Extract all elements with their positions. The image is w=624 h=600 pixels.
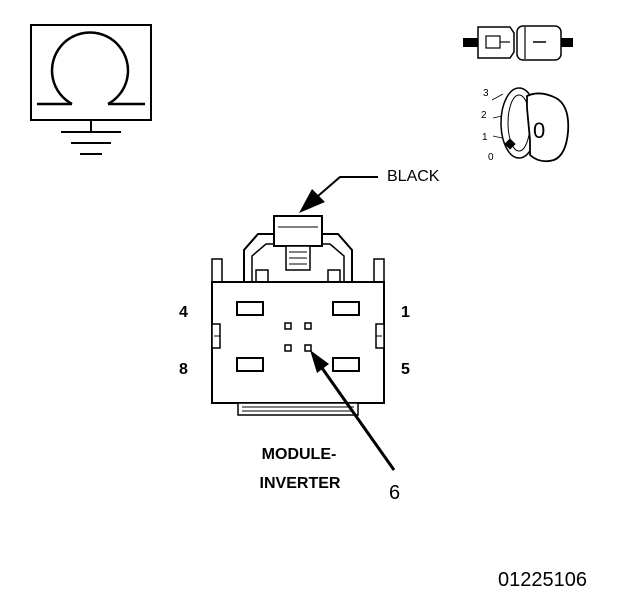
callout-arrow bbox=[310, 350, 396, 471]
cavity-6 bbox=[304, 344, 312, 352]
pin-label-1: 1 bbox=[401, 304, 410, 321]
connector-body bbox=[211, 215, 385, 416]
cavity-1 bbox=[332, 301, 360, 316]
connector-color-leader bbox=[299, 176, 378, 213]
cavity-4 bbox=[236, 301, 264, 316]
ignition-position-3: 3 bbox=[483, 88, 489, 99]
key-label: 0 bbox=[533, 118, 545, 143]
cavity-2 bbox=[304, 322, 312, 330]
cavity-3 bbox=[284, 322, 292, 330]
cavity-5 bbox=[332, 357, 360, 372]
ohmmeter-ground-symbol bbox=[30, 24, 152, 155]
callout-number: 6 bbox=[389, 482, 400, 504]
pin-label-8: 8 bbox=[179, 361, 188, 378]
pin-label-5: 5 bbox=[401, 361, 410, 378]
ignition-position-2: 2 bbox=[481, 110, 487, 121]
ignition-position-1: 1 bbox=[482, 132, 488, 143]
pin-label-4: 4 bbox=[179, 304, 188, 321]
disconnect-connector-icon bbox=[463, 25, 573, 61]
component-label-line1: MODULE- bbox=[262, 446, 337, 463]
cavity-8 bbox=[236, 357, 264, 372]
ignition-position-0: 0 bbox=[488, 152, 494, 163]
connector-cavities bbox=[236, 301, 360, 372]
ignition-key-icon bbox=[491, 87, 570, 163]
cavity-7 bbox=[284, 344, 292, 352]
connector-color-label: BLACK bbox=[387, 168, 440, 185]
component-label-line2: INVERTER bbox=[260, 475, 341, 492]
figure-id: 01225106 bbox=[498, 569, 587, 591]
